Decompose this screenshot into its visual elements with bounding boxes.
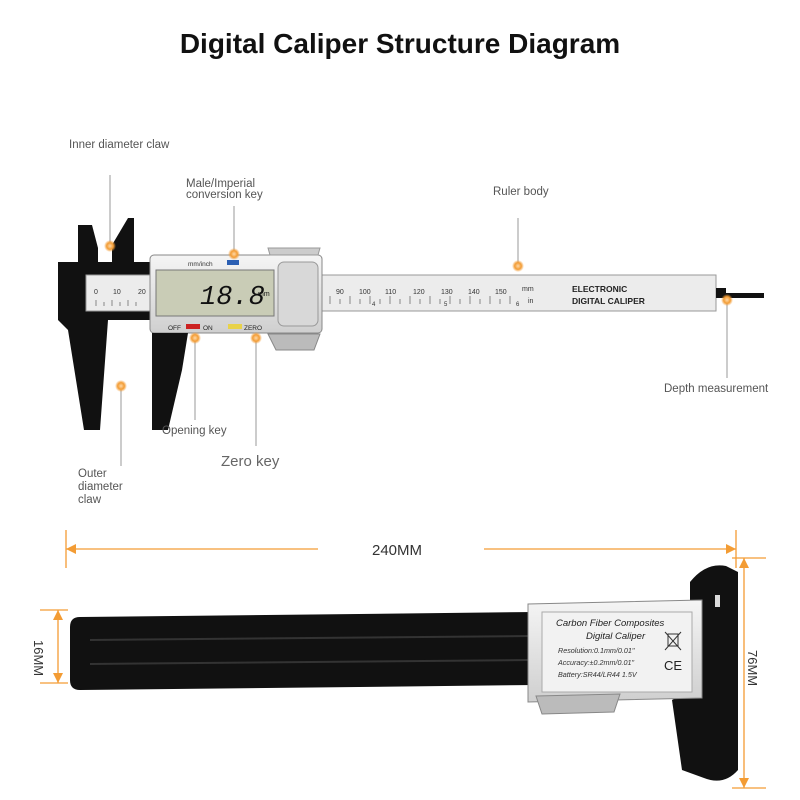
bottom-caliper: Carbon Fiber Composites Digital Caliper …: [40, 530, 766, 789]
length-dimension: 240MM: [372, 542, 423, 559]
bottom-jaw: [672, 565, 738, 781]
height-left-text: 16MM: [31, 640, 46, 677]
lcd-unit: mm: [258, 291, 270, 298]
opening-key-label: Opening key: [162, 425, 227, 437]
zero-label: ZERO: [244, 325, 262, 332]
brand-line1: ELECTRONIC: [572, 284, 627, 294]
scale-in-label: in: [528, 298, 534, 305]
inch-tick-label: 5: [444, 302, 448, 308]
scale-tick-label: 140: [468, 289, 480, 296]
marker-dot: [250, 332, 262, 344]
marker-dot: [512, 260, 524, 272]
off-label: OFF: [168, 325, 181, 332]
scale-tick-label: 130: [441, 289, 453, 296]
sliding-jaw: [152, 333, 188, 430]
scale-tick-label: 100: [359, 289, 371, 296]
thumb-roller: [267, 333, 321, 351]
mm-inch-key: [227, 260, 239, 265]
thumb-wheel-housing: [277, 261, 319, 327]
scale-tick-label: 20: [138, 289, 146, 296]
top-caliper: 0 10 20 90 100 110 120 130 140 150 4 5 6…: [58, 175, 764, 466]
brand-line2: DIGITAL CALIPER: [572, 296, 645, 306]
scale-tick-label: 90: [336, 289, 344, 296]
spec-accuracy: Accuracy:±0.2mm/0.01": [557, 658, 634, 667]
spec-label: [541, 611, 693, 693]
marker-dot: [721, 294, 733, 306]
scale-tick-label: 120: [413, 289, 425, 296]
lcd-screen: [155, 269, 275, 317]
unit-label: mm/inch: [188, 261, 213, 268]
marker-dot: [228, 248, 240, 260]
page-title: Digital Caliper Structure Diagram: [179, 28, 621, 59]
on-label: ON: [203, 325, 213, 332]
spec-battery: Battery:SR44/LR44 1.5V: [558, 670, 638, 679]
inner-claw-left: [78, 225, 98, 262]
depth-measurement-label: Depth measurement: [664, 383, 769, 395]
inner-claw-label: Inner diameter claw: [69, 139, 170, 151]
weee-bin-icon: [664, 631, 682, 651]
on-off-key: [186, 324, 200, 329]
lcd-value: 18.8: [200, 283, 265, 313]
bottom-beam: [70, 612, 536, 690]
outer-claw-label-line3: claw: [78, 494, 102, 506]
outer-claw-label-line1: Outer: [78, 468, 107, 480]
zero-key-button: [228, 324, 242, 329]
scale-tick-label: 0: [94, 289, 98, 296]
conversion-key-label-line1: Male/Imperial: [186, 178, 256, 190]
spec-resolution: Resolution:0.1mm/0.01": [558, 646, 635, 655]
inch-tick-label: 4: [372, 302, 376, 308]
ce-mark: CE: [664, 658, 682, 673]
ruler-body-label: Ruler body: [493, 186, 549, 198]
beam-ticks: [95, 296, 511, 306]
zero-key-label: Zero key: [221, 453, 280, 470]
height-right-text: 76MM: [745, 650, 760, 687]
head-title2: Digital Caliper: [586, 631, 646, 642]
outer-claw-label-line2: diameter: [78, 481, 123, 493]
head-title1: Carbon Fiber Composites: [556, 618, 664, 629]
conversion-key-label-line2: conversion key: [186, 189, 263, 201]
scale-tick-label: 110: [385, 289, 396, 296]
inner-claw-right: [112, 218, 134, 262]
inch-tick-label: 6: [516, 302, 520, 308]
marker-dot: [115, 380, 127, 392]
scale-mm-label: mm: [522, 286, 534, 293]
scale-tick-label: 10: [113, 289, 121, 296]
marker-dot: [104, 240, 116, 252]
depth-rod: [716, 293, 764, 298]
marker-dot: [189, 332, 201, 344]
scale-tick-label: 150: [495, 289, 507, 296]
